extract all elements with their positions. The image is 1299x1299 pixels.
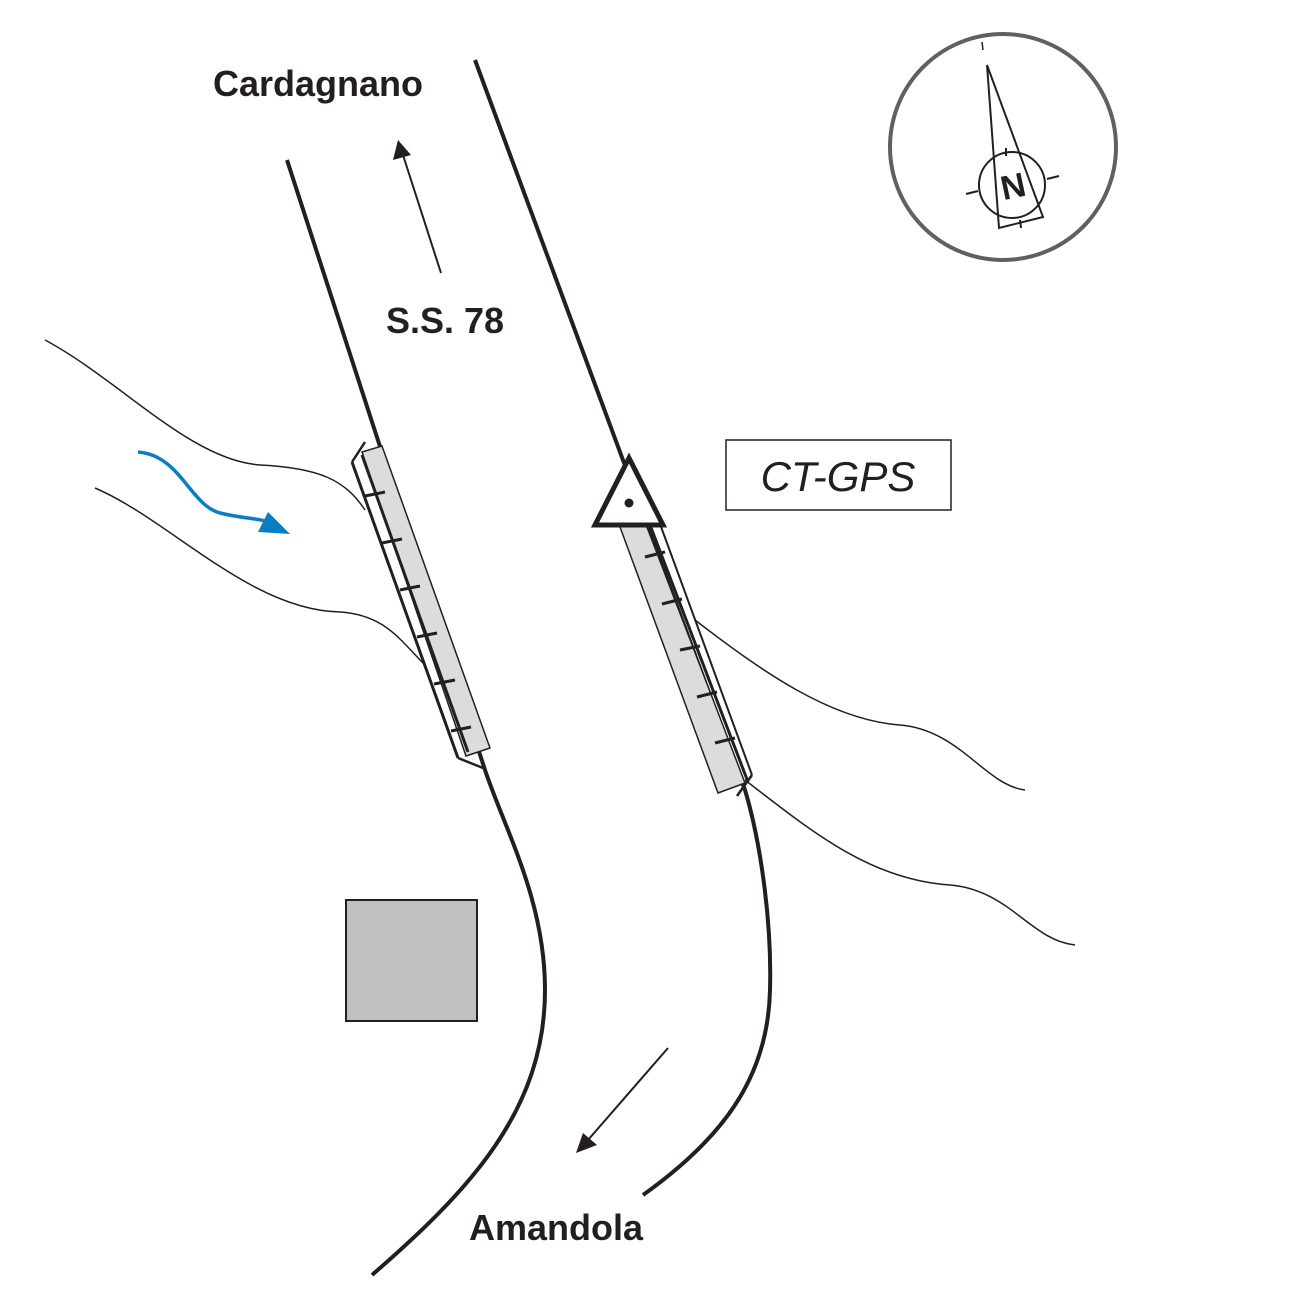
north-compass-icon: N xyxy=(888,32,1118,262)
building xyxy=(345,899,478,1022)
direction-arrow-south-head xyxy=(576,1133,597,1153)
river-flow-arrow xyxy=(137,450,271,524)
label-amandola: Amandola xyxy=(469,1207,644,1248)
road-right-edge xyxy=(473,59,773,1197)
station-label-box xyxy=(725,439,952,511)
river-bank-upper-right xyxy=(694,619,1026,791)
direction-arrow-north xyxy=(402,154,442,274)
river-bank-lower-right xyxy=(744,779,1076,946)
direction-arrow-north-head xyxy=(393,140,411,160)
bridge-left xyxy=(350,441,491,770)
river-bank-upper-left xyxy=(44,339,366,511)
river-flow-arrowhead xyxy=(258,512,290,534)
road-left-edge xyxy=(285,159,548,1277)
station-label: CT-GPS xyxy=(761,453,916,500)
direction-arrow-south xyxy=(587,1047,669,1141)
gps-station-dot-icon xyxy=(624,498,634,508)
bridge-right xyxy=(618,521,754,797)
river-bank-lower-left xyxy=(94,487,426,666)
label-road: S.S. 78 xyxy=(386,300,504,341)
gps-station-triangle-icon xyxy=(590,452,668,528)
label-cardagnano: Cardagnano xyxy=(213,63,423,104)
